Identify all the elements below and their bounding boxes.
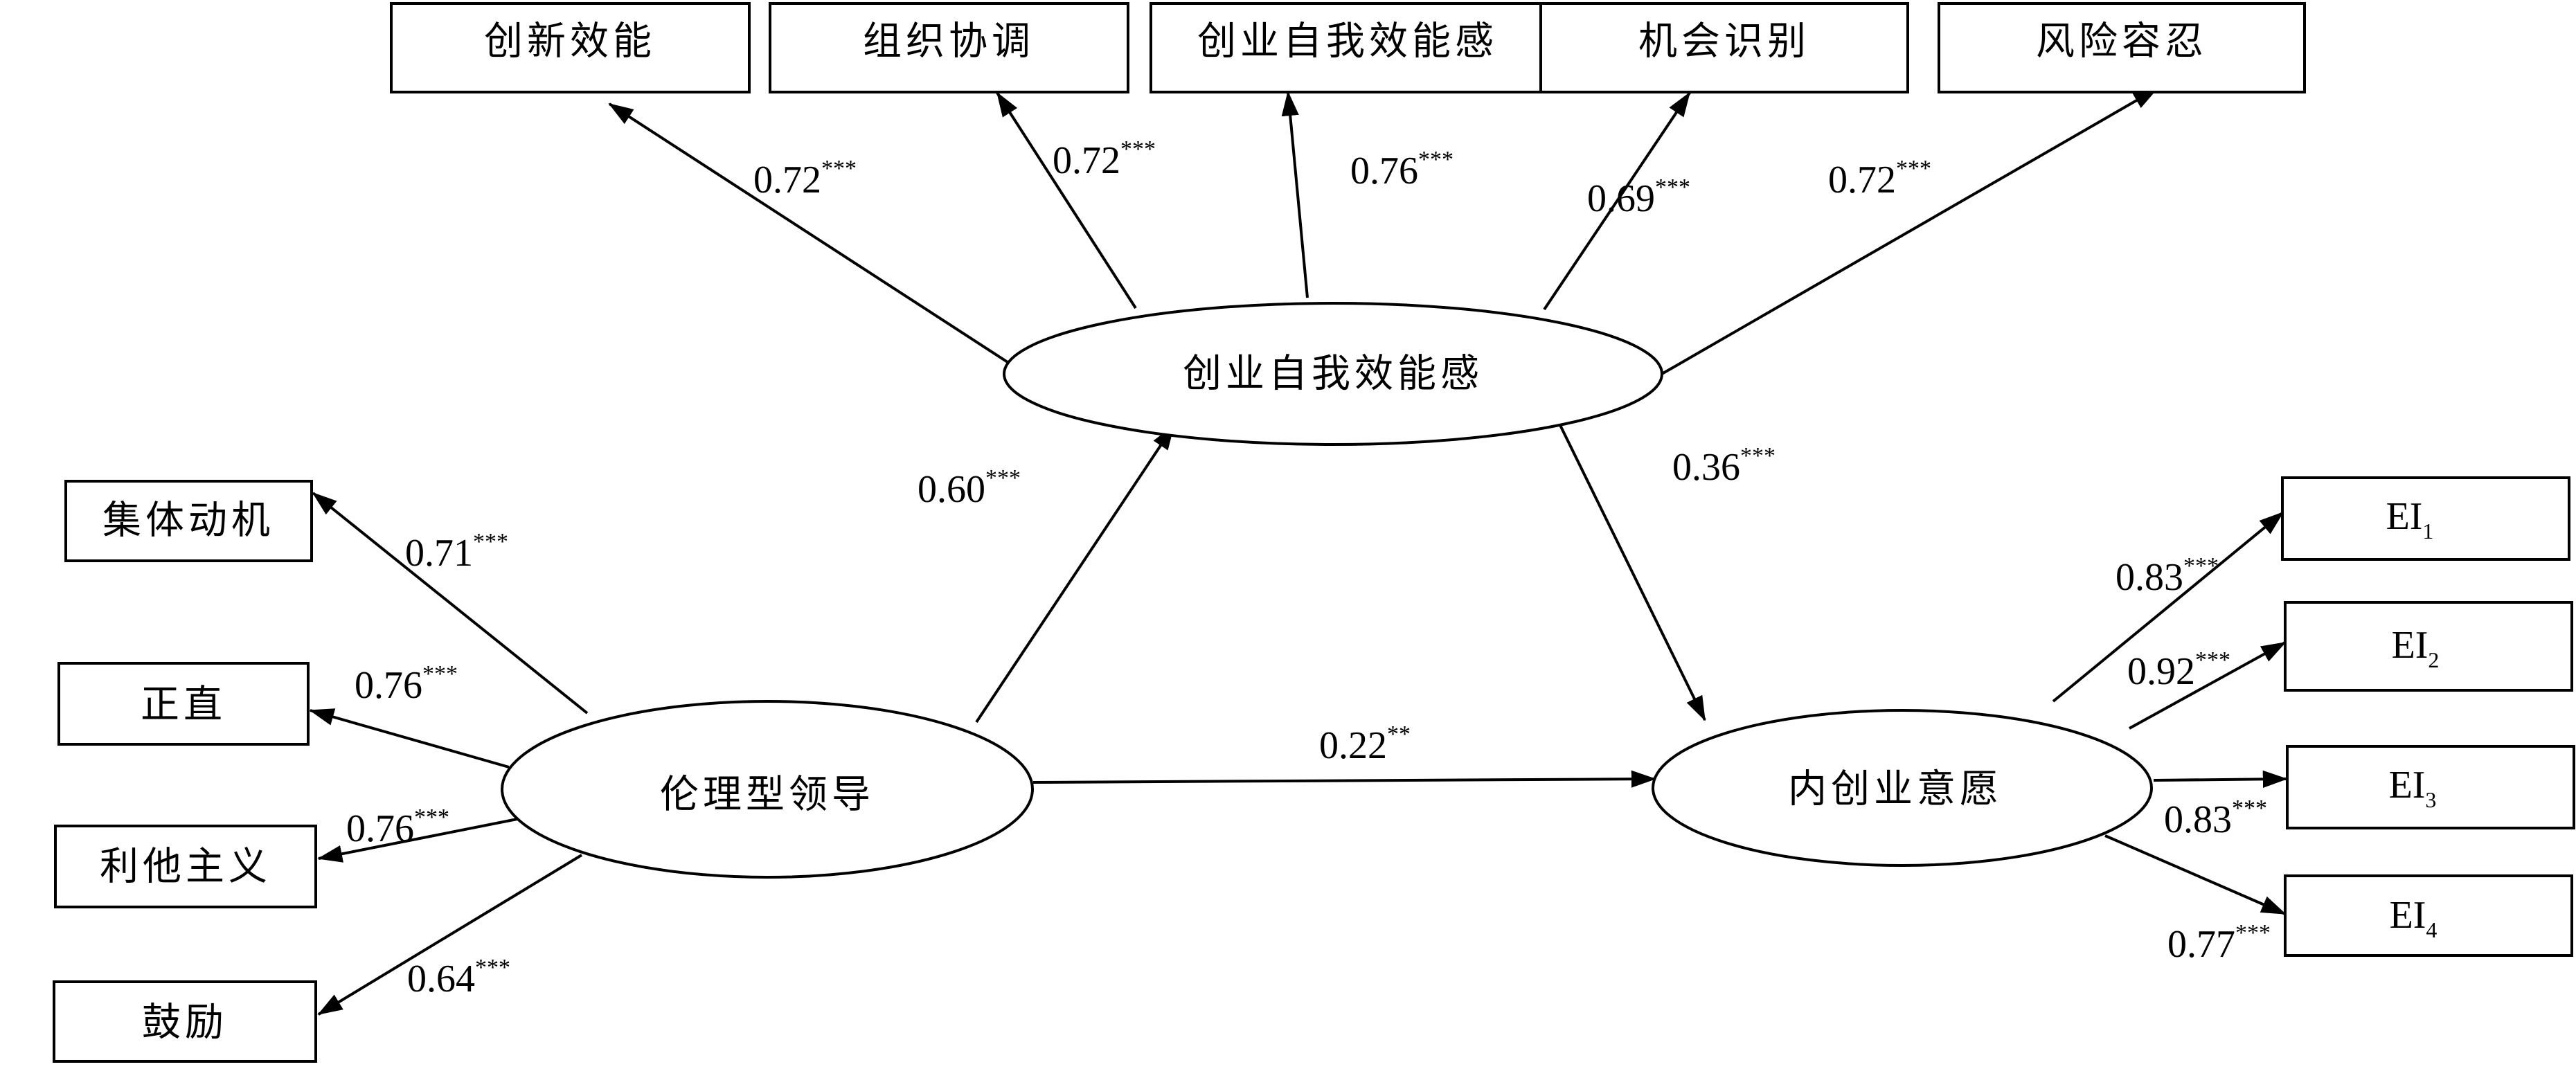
box-encouragement: 鼓励 — [53, 980, 317, 1063]
ei-prefix: EI — [2389, 764, 2426, 807]
ei-prefix: EI — [2386, 495, 2423, 538]
coef-innovation: 0.72*** — [753, 156, 857, 201]
coef-opportunity: 0.69*** — [1587, 174, 1690, 220]
box-ei1: EI1 — [2281, 476, 2570, 561]
edge-leadership-collective — [312, 492, 589, 715]
box-collective-label: 集体动机 — [102, 498, 274, 544]
coef-altruism: 0.76*** — [346, 805, 449, 850]
box-encouragement-label: 鼓励 — [142, 1000, 228, 1045]
ei-subscript: 1 — [2422, 519, 2433, 544]
coef-ei1: 0.83*** — [2116, 553, 2219, 599]
ethical-leadership-ellipse: 伦理型领导 — [501, 700, 1034, 879]
box-altruism-label: 利他主义 — [100, 845, 271, 890]
coef-collective: 0.71*** — [405, 529, 508, 575]
box-ei1-label: EI1 — [2386, 495, 2434, 544]
box-ei4-label: EI4 — [2390, 894, 2438, 942]
coef-coordination: 0.72*** — [1053, 136, 1156, 182]
coef-risk: 0.72*** — [1828, 156, 1931, 201]
box-risk-label: 风险容忍 — [2036, 19, 2208, 64]
box-innovation-label: 创新效能 — [484, 19, 656, 64]
coef-encouragement: 0.64*** — [407, 955, 510, 1000]
edge-intention-ei3 — [2153, 770, 2288, 788]
edge-leadership-integrity — [309, 708, 510, 769]
intention-ellipse: 内创业意愿 — [1652, 709, 2153, 867]
edge-leadership-encouragement — [317, 854, 583, 1016]
box-self-efficacy: 创业自我效能感 — [1150, 2, 1546, 93]
ei-subscript: 4 — [2426, 917, 2437, 942]
box-ei3-label: EI3 — [2389, 764, 2437, 812]
box-risk: 风险容忍 — [1938, 2, 2306, 93]
edge-ese-intention — [1558, 423, 1706, 721]
edge-ese-risk — [1661, 87, 2158, 375]
box-ei4: EI4 — [2284, 874, 2573, 957]
box-self-efficacy-label: 创业自我效能感 — [1197, 19, 1498, 64]
edge-ese-opportunity — [1543, 91, 1691, 311]
box-innovation: 创新效能 — [390, 2, 751, 93]
box-coordination: 组织协调 — [769, 2, 1129, 93]
intention-label: 内创业意愿 — [1788, 767, 2003, 812]
ese-label: 创业自我效能感 — [1183, 352, 1483, 397]
ese-ellipse: 创业自我效能感 — [1003, 302, 1663, 446]
box-integrity-label: 正直 — [141, 683, 226, 728]
box-altruism: 利他主义 — [54, 825, 317, 908]
ethical-leadership-label: 伦理型领导 — [660, 773, 875, 818]
edge-intention-ei4 — [2104, 834, 2287, 915]
edge-ese-innovation — [608, 102, 1009, 363]
ei-subscript: 2 — [2428, 647, 2439, 672]
ei-prefix: EI — [2392, 624, 2429, 667]
ei-prefix: EI — [2390, 894, 2426, 937]
coef-leadership-intention: 0.22** — [1319, 721, 1411, 767]
box-opportunity: 机会识别 — [1539, 2, 1909, 93]
coef-ese-intention: 0.36*** — [1672, 443, 1776, 489]
box-ei3: EI3 — [2286, 745, 2575, 829]
coef-leadership-ese: 0.60*** — [918, 465, 1021, 511]
ei-subscript: 3 — [2425, 787, 2436, 812]
edge-leadership-intention — [1032, 770, 1656, 788]
coef-ei3: 0.83*** — [2164, 796, 2267, 841]
edge-leadership-altruism — [317, 818, 518, 863]
coef-self-efficacy: 0.76*** — [1350, 147, 1454, 192]
edge-leadership-ese — [975, 424, 1175, 724]
edge-intention-ei1 — [2052, 511, 2284, 703]
edge-ese-selfefficacy — [1281, 91, 1309, 298]
box-integrity: 正直 — [57, 662, 310, 746]
box-opportunity-label: 机会识别 — [1638, 19, 1810, 64]
coef-integrity: 0.76*** — [355, 661, 458, 707]
edge-intention-ei2 — [2129, 641, 2287, 730]
box-ei2-label: EI2 — [2392, 624, 2440, 672]
box-ei2: EI2 — [2284, 601, 2573, 692]
coef-ei2: 0.92*** — [2127, 647, 2230, 693]
box-coordination-label: 组织协调 — [863, 19, 1035, 64]
box-collective: 集体动机 — [64, 480, 313, 562]
edge-ese-coordination — [996, 91, 1137, 309]
coef-ei4: 0.77*** — [2167, 920, 2271, 966]
